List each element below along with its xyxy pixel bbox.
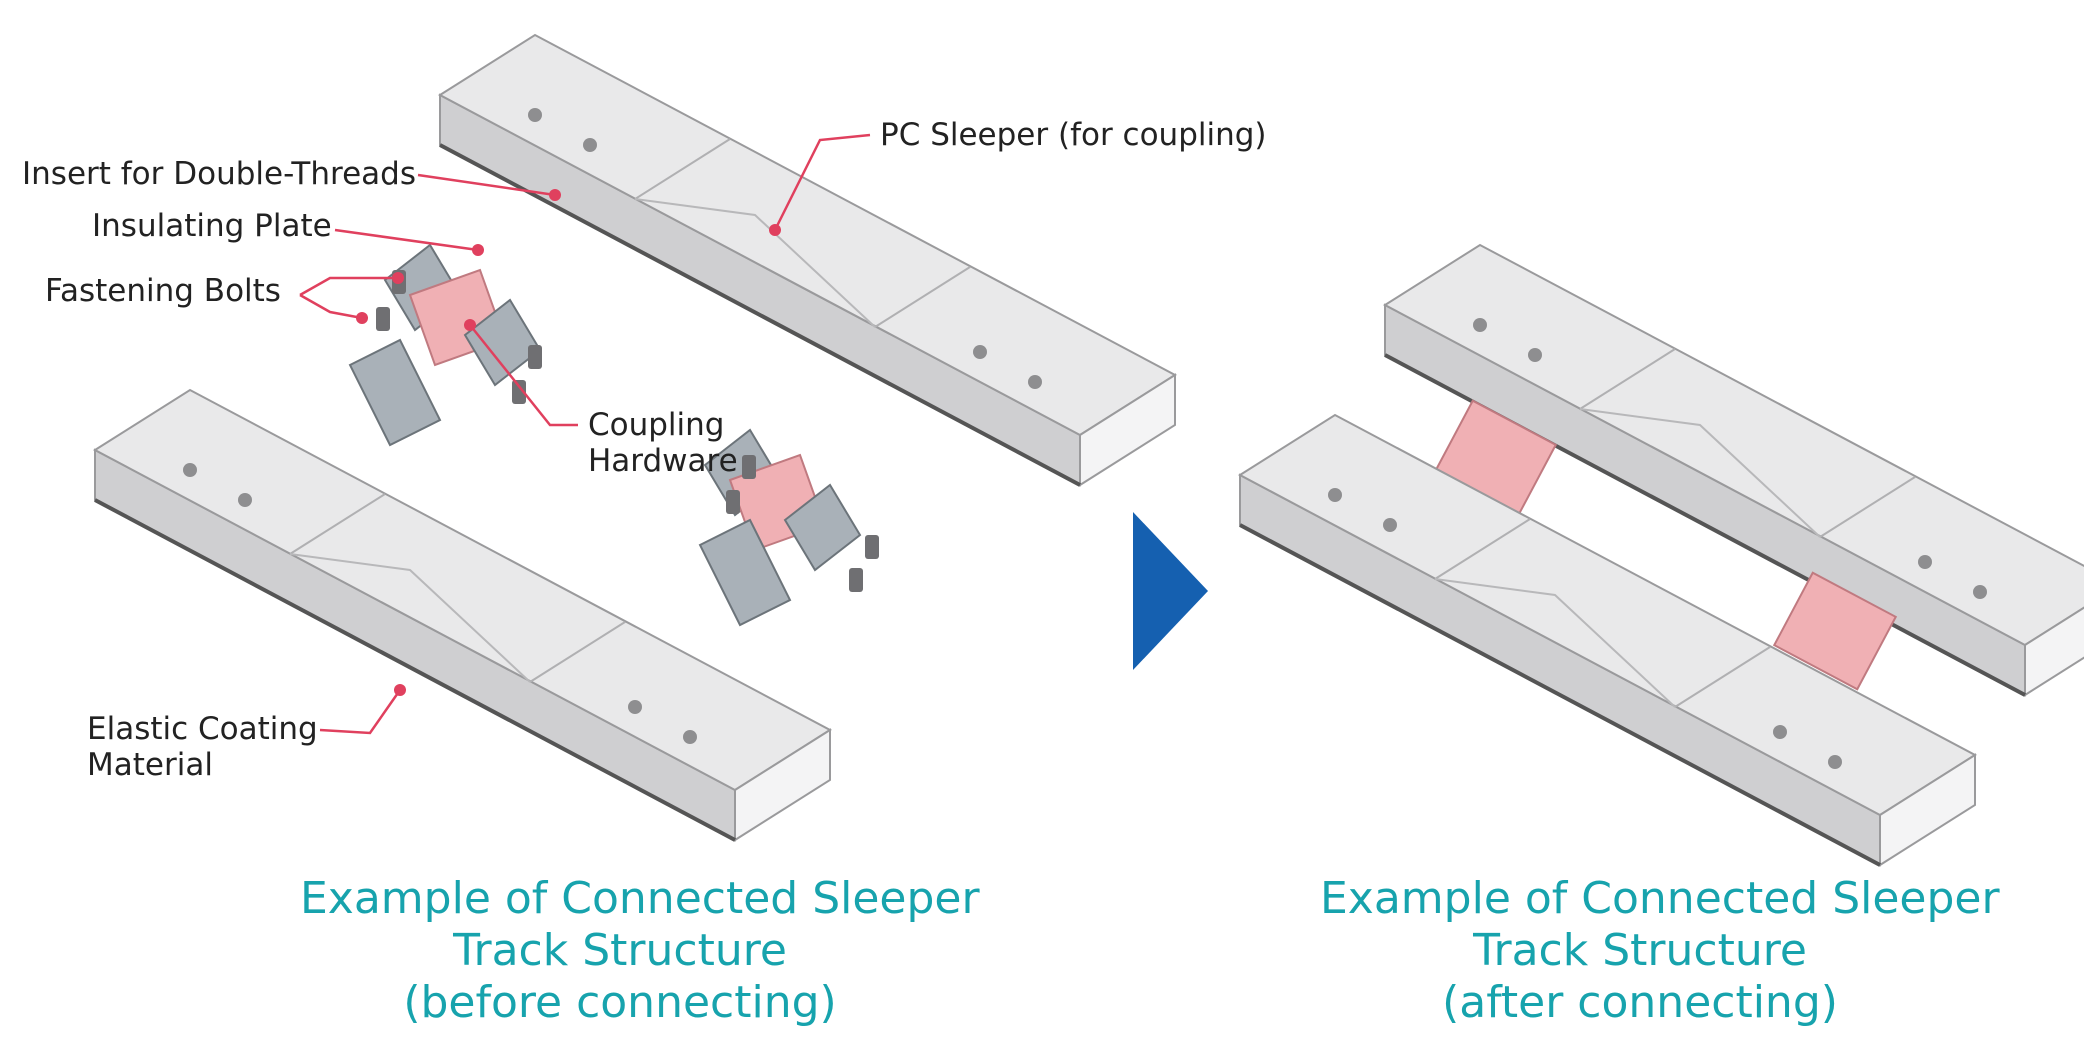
- label-elastic-coating-2: Material: [87, 747, 213, 783]
- caption-before-line3: (before connecting): [403, 977, 837, 1028]
- insulating-plate-loose-1: [348, 338, 442, 447]
- insulating-plate-loose-2: [698, 518, 792, 627]
- caption-before-line2: Track Structure: [453, 925, 787, 976]
- fastening-bolts: [376, 270, 879, 592]
- label-fastening-bolts: Fastening Bolts: [45, 273, 281, 309]
- leader-lines: [299, 133, 871, 735]
- caption-after-line3: (after connecting): [1442, 977, 1838, 1028]
- right-triangle-arrow-icon: [1133, 512, 1208, 670]
- label-pc-sleeper: PC Sleeper (for coupling): [880, 117, 1267, 153]
- coupling-hardware-connected-right: [1772, 571, 1898, 691]
- caption-after-line2: Track Structure: [1473, 925, 1807, 976]
- caption-before-line1: Example of Connected Sleeper: [300, 873, 980, 924]
- label-insert-double-threads: Insert for Double-Threads: [22, 156, 416, 192]
- pc-sleeper-top: [438, 33, 1177, 487]
- label-insulating-plate: Insulating Plate: [92, 208, 332, 244]
- caption-after-line1: Example of Connected Sleeper: [1320, 873, 2000, 924]
- leader-dots: [356, 189, 781, 696]
- label-coupling-hardware-2: Hardware: [588, 443, 738, 479]
- label-elastic-coating-1: Elastic Coating: [87, 711, 318, 747]
- label-coupling-hardware-1: Coupling: [588, 407, 725, 443]
